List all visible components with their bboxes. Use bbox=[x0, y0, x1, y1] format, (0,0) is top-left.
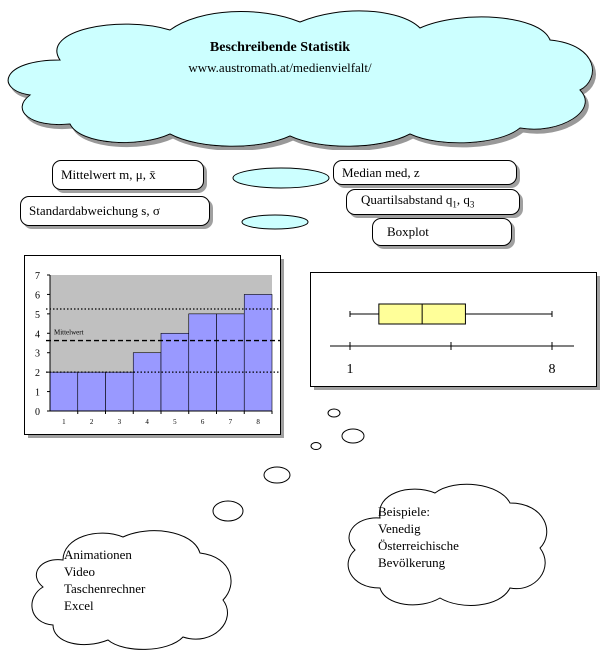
bar bbox=[243, 294, 273, 412]
x-tick-label: 1 bbox=[62, 418, 66, 426]
small-cloud-blobs bbox=[232, 167, 330, 230]
x-tick-label: 4 bbox=[145, 418, 149, 426]
topic-quartile-label: Quartilsabstand q1, q3 bbox=[361, 191, 475, 210]
topic-boxplot: Boxplot bbox=[372, 218, 512, 246]
y-tick-label: 2 bbox=[35, 368, 40, 379]
topic-boxplot-label: Boxplot bbox=[387, 224, 429, 239]
x-tick-label: 2 bbox=[90, 418, 94, 426]
example-line-4: Bevölkerung bbox=[378, 555, 446, 570]
y-tick-label: 1 bbox=[35, 388, 40, 399]
bar bbox=[132, 352, 162, 412]
media-cloud-text: Animationen Video Taschenrechner Excel bbox=[64, 546, 145, 614]
thought-bubbles bbox=[212, 408, 365, 522]
media-cloud bbox=[31, 530, 232, 650]
header-cloud bbox=[7, 10, 593, 147]
bar-chart: 0 1 2 3 4 5 6 7 1 2 3 4 5 6 7 8 Mittelwert bbox=[24, 255, 284, 438]
topic-median-label: Median med, z bbox=[342, 164, 420, 180]
y-tick-label: 4 bbox=[35, 329, 40, 340]
media-line-3: Taschenrechner bbox=[64, 581, 146, 596]
bar bbox=[216, 313, 245, 412]
bar bbox=[105, 371, 134, 412]
bar bbox=[49, 371, 79, 412]
topic-mean: Mittelwert m, μ, x̄ bbox=[52, 160, 204, 190]
topic-std-label: Standardabweichung s, σ bbox=[29, 203, 160, 218]
y-tick-label: 6 bbox=[35, 290, 40, 301]
media-line-2: Video bbox=[64, 564, 95, 579]
x-tick-label: 3 bbox=[118, 418, 122, 426]
media-line-1: Animationen bbox=[64, 547, 132, 562]
x-tick-label: 6 bbox=[201, 418, 205, 426]
x-tick-label: 5 bbox=[173, 418, 177, 426]
source-url: www.austromath.at/medienvielfalt/ bbox=[188, 60, 372, 75]
boxplot-frame bbox=[310, 272, 597, 387]
bar bbox=[77, 371, 106, 412]
page-title: Beschreibende Statistik bbox=[209, 40, 351, 55]
axis-label-max: 8 bbox=[549, 362, 556, 377]
x-tick-label: 7 bbox=[229, 418, 233, 426]
y-tick-label: 7 bbox=[35, 271, 40, 282]
y-tick-label: 3 bbox=[35, 349, 40, 360]
example-line-2: Venedig bbox=[378, 521, 421, 536]
x-tick-label: 8 bbox=[256, 418, 260, 426]
axis-label-min: 1 bbox=[347, 362, 354, 377]
mean-line-label: Mittelwert bbox=[54, 329, 84, 337]
y-tick-label: 0 bbox=[35, 407, 40, 418]
media-line-4: Excel bbox=[64, 598, 94, 613]
topic-mean-label: Mittelwert m, μ, x̄ bbox=[61, 167, 156, 182]
y-tick-label: 5 bbox=[35, 310, 40, 321]
topic-std: Standardabweichung s, σ bbox=[20, 196, 210, 226]
topic-quartile: Quartilsabstand q1, q3 bbox=[346, 189, 520, 215]
example-line-3: Österreichische bbox=[378, 538, 459, 553]
examples-cloud-text: Beispiele: Venedig Österreichische Bevöl… bbox=[378, 503, 459, 571]
examples-cloud bbox=[347, 483, 548, 606]
example-line-1: Beispiele: bbox=[378, 504, 430, 519]
topic-median: Median med, z bbox=[333, 160, 517, 185]
